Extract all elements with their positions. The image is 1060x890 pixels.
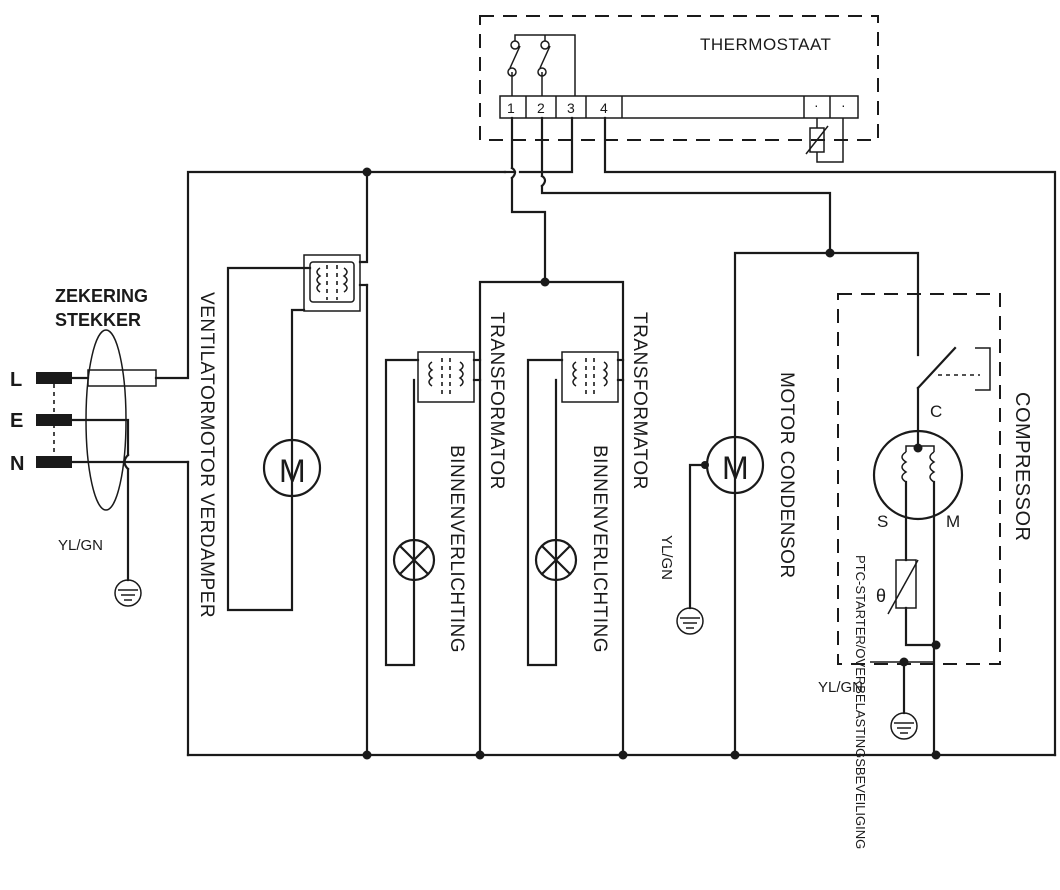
pin-c-label: C: [930, 402, 943, 421]
terminal-dot: ·: [841, 97, 846, 113]
thermostat-terminal-strip: [499, 95, 859, 119]
terminal-dot: ·: [814, 97, 819, 113]
transformer-2-icon: [561, 351, 619, 403]
transformer-2-label: TRANSFORMATOR: [629, 312, 650, 490]
earth-left-icon: [114, 579, 142, 607]
interior-light-1-label: BINNENVERLICHTING: [446, 445, 467, 653]
interior-light-2-label: BINNENVERLICHTING: [589, 445, 610, 653]
theta-label: θ: [876, 586, 886, 606]
interior-light-2-branch: TRANSFORMATOR BINNENVERLICHTING: [526, 312, 650, 667]
thermostat-enclosure: [479, 15, 879, 141]
earth-left-label: YL/GN: [58, 537, 103, 554]
fan-motor-icon: [262, 438, 322, 498]
plug-assembly: ZEKERING STEKKER L E N YL/GN: [10, 286, 157, 607]
transformer-1-icon: [417, 351, 475, 403]
thermostat-sensor-icon: [805, 118, 844, 163]
terminal-1-label: 1: [507, 100, 515, 116]
pin-n: [36, 456, 72, 468]
transformer-1-label: TRANSFORMATOR: [486, 312, 507, 490]
fan-transformer-icon: [303, 254, 361, 312]
thermostat-unit: THERMOSTAAT 1 2 3 4 · ·: [479, 15, 879, 163]
light-1-icon: [392, 538, 436, 582]
condenser-motor-label: MOTOR CONDENSOR: [776, 372, 797, 579]
terminal-3-label: 3: [567, 100, 575, 116]
condenser-motor-symbol: M: [722, 450, 749, 486]
earth-mid-icon: [676, 607, 704, 635]
fuse-label: ZEKERING: [55, 286, 148, 306]
earth-right-label: YL/GN: [818, 679, 863, 696]
interior-light-1-branch: TRANSFORMATOR BINNENVERLICHTING: [384, 280, 625, 757]
fuse-symbol: [87, 369, 157, 387]
pin-m-label: M: [946, 512, 961, 531]
pin-e-label: E: [10, 410, 23, 432]
terminal-4-label: 4: [600, 100, 608, 116]
evaporator-fan-branch: M VENTILATORMOTOR VERDAMPER: [196, 254, 361, 618]
condenser-motor-branch: M YL/GN MOTOR CONDENSOR: [658, 251, 832, 757]
pin-n-label: N: [10, 453, 24, 475]
compressor-branch: C S M θ YL/GN COMPRESSOR PTC-STARTER/OVE…: [818, 251, 1033, 849]
ptc-label: PTC-STARTER/OVERBELASTINGSBEVEILIGING: [853, 555, 868, 849]
pin-s-label: S: [877, 512, 889, 531]
light-2-icon: [534, 538, 578, 582]
ptc-icon: [895, 559, 917, 609]
plug-label: STEKKER: [55, 310, 141, 330]
fan-motor-label: VENTILATORMOTOR VERDAMPER: [196, 292, 217, 618]
pin-l: [36, 372, 72, 384]
fan-motor-symbol: M: [279, 453, 306, 489]
compressor-motor-icon: [872, 429, 964, 521]
terminal-2-label: 2: [537, 100, 545, 116]
earth-mid-label: YL/GN: [658, 535, 675, 580]
thermostat-label: THERMOSTAAT: [700, 35, 831, 54]
pin-l-label: L: [10, 369, 22, 391]
compressor-label: COMPRESSOR: [1011, 392, 1033, 541]
earth-right-icon: [890, 712, 918, 740]
thermostat-contacts: [507, 34, 576, 96]
